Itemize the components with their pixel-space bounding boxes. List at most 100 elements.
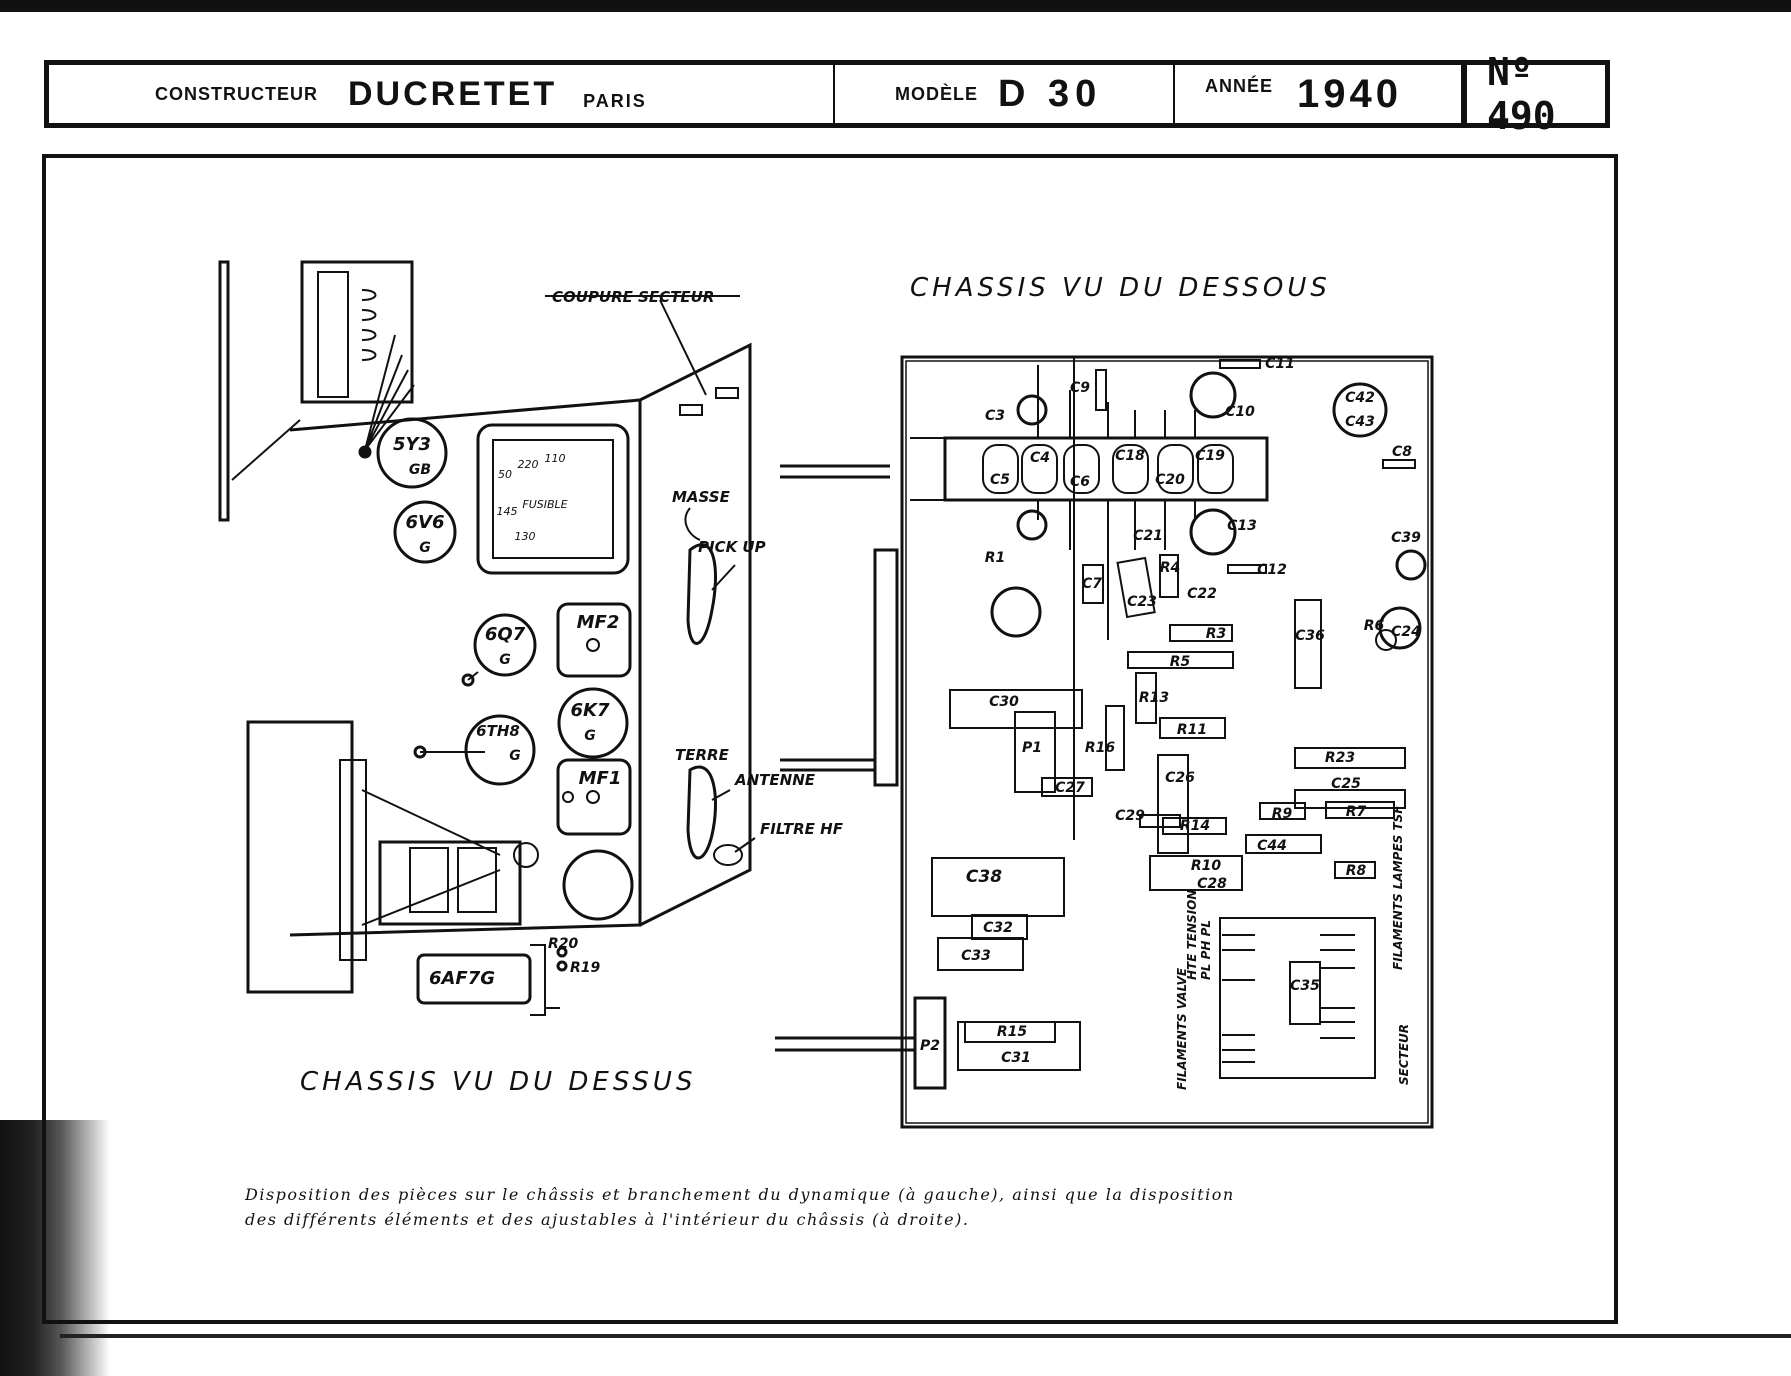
bottom-view-chassis <box>775 355 1434 1129</box>
dial-mark-220: 220 <box>518 458 539 471</box>
label-c12: C12 <box>1257 562 1287 578</box>
label-c18: C18 <box>1115 448 1145 464</box>
tube-empty <box>562 849 634 921</box>
caption-line-1: Disposition des pièces sur le châssis et… <box>245 1185 1235 1204</box>
scan-bottom-edge <box>60 1334 1791 1338</box>
label-r6: R6 <box>1364 618 1385 634</box>
tube-5y3 <box>376 417 448 489</box>
label-p2: P2 <box>920 1038 940 1054</box>
label-c44: C44 <box>1257 838 1287 854</box>
label-c42: C42 <box>1345 390 1375 406</box>
tube-6q7 <box>473 613 537 677</box>
constructeur-cell: CONSTRUCTEUR DUCRETET PARIS <box>49 65 835 123</box>
label-terre: TERRE <box>675 746 730 764</box>
label-r10: R10 <box>1191 858 1222 874</box>
label-c11: C11 <box>1265 356 1295 372</box>
dial-fusible: FUSIBLE <box>522 498 567 511</box>
tube-label-6q7: 6Q7 <box>485 624 526 645</box>
label-c24: C24 <box>1391 624 1421 640</box>
label-c39: C39 <box>1391 530 1421 546</box>
label-mf1: MF1 <box>579 768 622 789</box>
label-c25: C25 <box>1331 776 1361 792</box>
label-c27: C27 <box>1055 780 1085 796</box>
constructeur-label: CONSTRUCTEUR <box>155 83 318 104</box>
label-c28: C28 <box>1197 876 1227 892</box>
label-r23: R23 <box>1325 750 1355 766</box>
label-c3: C3 <box>985 408 1005 424</box>
mf2-can <box>556 602 632 678</box>
tube-label-5y3: 5Y3 <box>393 434 431 455</box>
label-r4: R4 <box>1160 560 1181 576</box>
tube-6th8 <box>464 714 536 786</box>
label-coupure-secteur: COUPURE SECTEUR <box>552 288 714 306</box>
label-r11: R11 <box>1177 722 1207 738</box>
label-r16: R16 <box>1085 740 1116 756</box>
label-c32: C32 <box>983 920 1013 936</box>
scan-top-border <box>0 0 1791 12</box>
label-masse: MASSE <box>672 488 731 506</box>
tube-sub-g-6th8: G <box>509 748 521 764</box>
label-antenne: ANTENNE <box>734 771 816 789</box>
tube-sub-g-6q7: G <box>499 652 511 668</box>
modele-label: MODÈLE <box>895 83 979 104</box>
label-c20: C20 <box>1155 472 1185 488</box>
tube-label-6af7g: 6AF7G <box>429 968 495 989</box>
dial-mark-50: 50 <box>498 468 512 481</box>
annee-cell: ANNÉE 1940 <box>1175 65 1463 123</box>
label-c10: C10 <box>1225 404 1255 420</box>
label-r15: R15 <box>997 1024 1028 1040</box>
dial-mark-130: 130 <box>515 530 536 543</box>
label-r13: R13 <box>1139 690 1169 706</box>
figure-caption: Disposition des pièces sur le châssis et… <box>245 1182 1425 1232</box>
label-filtre-hf: FILTRE HF <box>760 820 844 838</box>
tube-sub-g: G <box>419 540 431 556</box>
tube-sub-g-6k7: G <box>584 728 596 744</box>
mf1-can <box>556 758 632 836</box>
tube-6af7g <box>416 953 532 1005</box>
label-c31: C31 <box>1001 1050 1031 1066</box>
label-c8: C8 <box>1392 444 1412 460</box>
label-c19: C19 <box>1195 448 1225 464</box>
label-c43: C43 <box>1345 414 1375 430</box>
annee-label: ANNÉE <box>1205 75 1274 96</box>
label-r1: R1 <box>985 550 1006 566</box>
number-cell: Nº 490 <box>1463 50 1605 138</box>
label-c9: C9 <box>1070 380 1090 396</box>
label-c26: C26 <box>1165 770 1195 786</box>
tube-6k7 <box>557 687 629 759</box>
modele-value: D 30 <box>998 72 1103 115</box>
label-c5: C5 <box>990 472 1010 488</box>
label-r14: R14 <box>1180 818 1210 834</box>
diagram-frame <box>42 154 1618 1324</box>
label-c22: C22 <box>1187 586 1217 602</box>
label-hte-tension: HTE TENSION <box>1185 890 1199 980</box>
city: PARIS <box>583 90 647 111</box>
label-r19: R19 <box>570 960 601 976</box>
label-c29: C29 <box>1115 808 1145 824</box>
label-c30: C30 <box>989 694 1019 710</box>
label-c7: C7 <box>1082 576 1102 592</box>
constructeur-value: DUCRETET <box>348 74 558 113</box>
top-view-title: CHASSIS VU DU DESSUS <box>300 1067 696 1097</box>
label-c21: C21 <box>1133 528 1163 544</box>
caption-line-2: des différents éléments et des ajustable… <box>245 1210 970 1229</box>
label-c4: C4 <box>1030 450 1050 466</box>
label-r8: R8 <box>1346 863 1367 879</box>
tube-label-6v6: 6V6 <box>406 512 445 533</box>
tube-label-6th8: 6TH8 <box>476 722 520 740</box>
dial-mark-110: 110 <box>545 452 566 465</box>
dial-mark-145: 145 <box>497 505 518 518</box>
bottom-view-title: CHASSIS VU DU DESSOUS <box>910 273 1331 303</box>
label-mf2: MF2 <box>577 612 620 633</box>
label-p1: P1 <box>1022 740 1042 756</box>
label-c36: C36 <box>1295 628 1325 644</box>
top-view-chassis <box>218 260 756 1016</box>
tube-label-6k7: 6K7 <box>571 700 610 721</box>
label-c33: C33 <box>961 948 991 964</box>
label-secteur: SECTEUR <box>1397 1024 1411 1085</box>
label-pick-up: PICK UP <box>698 538 766 556</box>
label-filaments-lampes: FILAMENTS LAMPES TSF <box>1391 805 1405 970</box>
label-c35: C35 <box>1290 978 1320 994</box>
label-c6: C6 <box>1070 474 1090 490</box>
tube-sub-gb: GB <box>409 462 431 478</box>
